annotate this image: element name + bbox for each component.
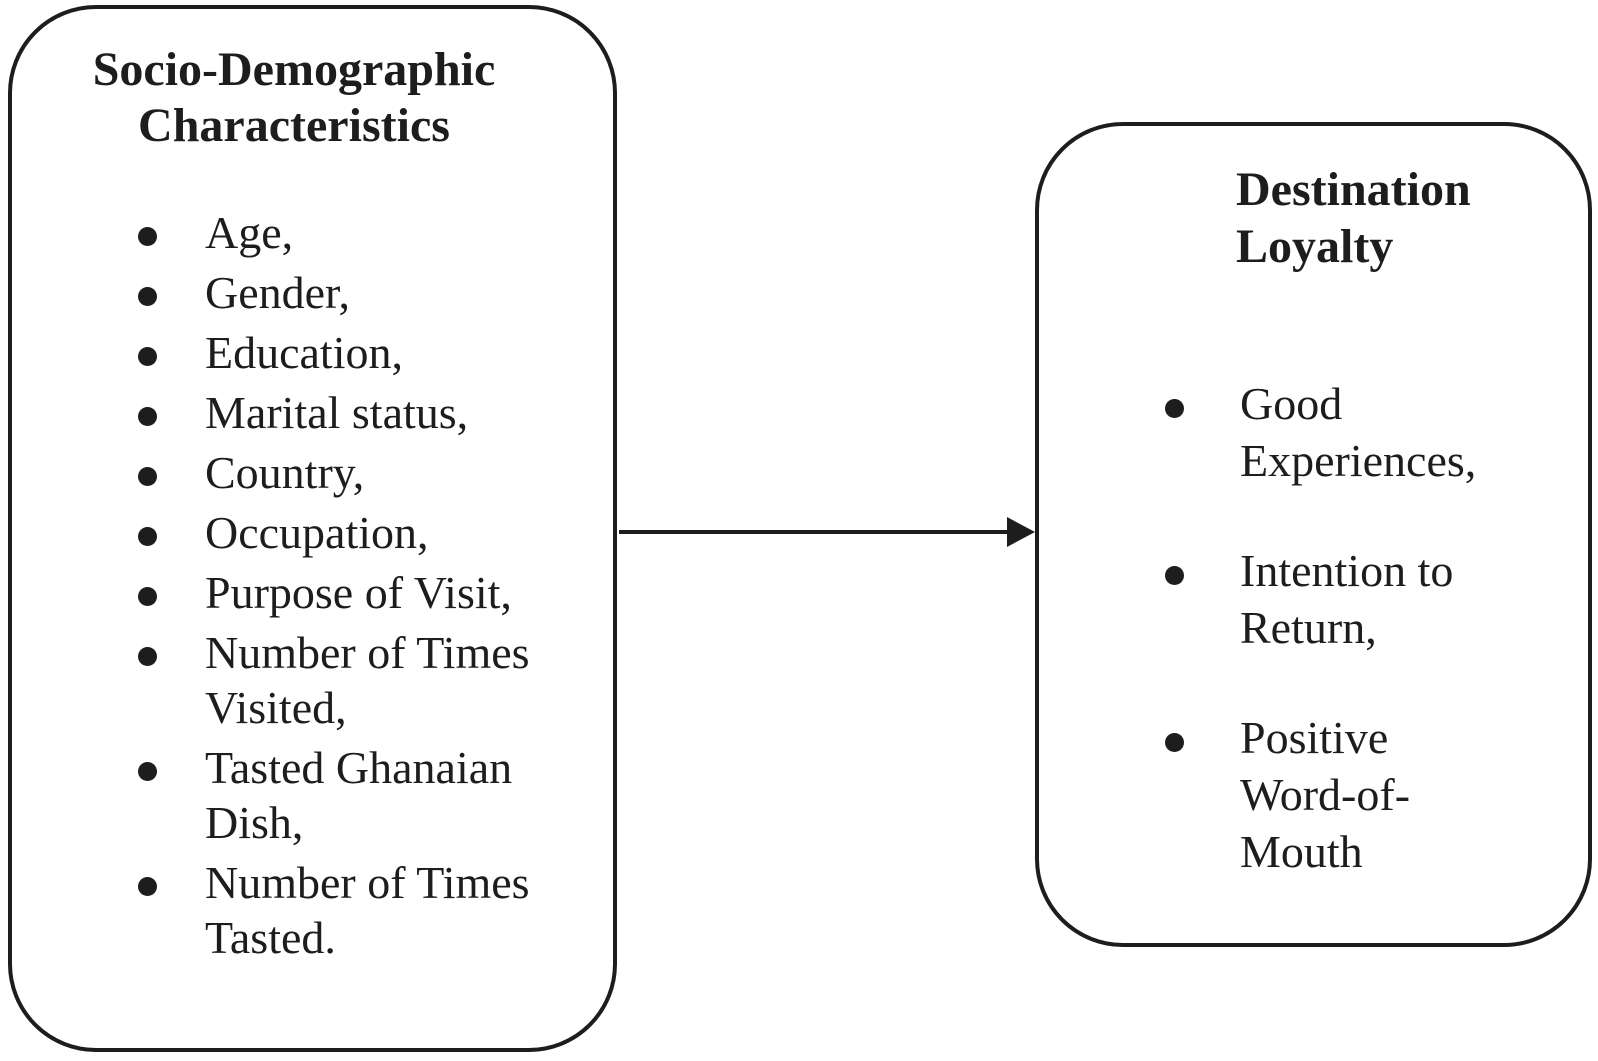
list-item: Good Experiences, xyxy=(1039,375,1510,489)
bullet-icon xyxy=(138,762,157,781)
list-item: Number of Times Visited, xyxy=(12,625,575,735)
list-item-label: Intention to Return, xyxy=(1240,545,1454,653)
list-item: Country, xyxy=(12,445,575,500)
destination-loyalty-box-title: Destination Loyalty xyxy=(1236,163,1471,273)
list-item-label: Number of Times Visited, xyxy=(205,627,530,733)
list-item: Intention to Return, xyxy=(1039,542,1510,656)
bullet-icon xyxy=(138,407,157,426)
list-item-label: Education, xyxy=(205,327,403,378)
bullet-icon xyxy=(138,877,157,896)
list-item: Purpose of Visit, xyxy=(12,565,575,620)
list-item: Positive Word-of-Mouth xyxy=(1039,709,1510,880)
arrow-head-icon xyxy=(1007,517,1035,547)
socio-demographic-list: Age, Gender, Education, Marital status, … xyxy=(12,205,613,965)
destination-loyalty-list: Good Experiences, Intention to Return, P… xyxy=(1039,375,1588,880)
list-item-label: Occupation, xyxy=(205,507,429,558)
list-item: Number of Times Tasted. xyxy=(12,855,575,965)
list-item: Age, xyxy=(12,205,575,260)
list-item-label: Tasted Ghanaian Dish, xyxy=(205,742,513,848)
list-item-label: Good Experiences, xyxy=(1240,378,1477,486)
list-item-label: Age, xyxy=(205,207,294,258)
socio-demographic-box-title: Socio-Demographic Characteristics xyxy=(92,43,496,152)
list-item-label: Marital status, xyxy=(205,387,469,438)
socio-demographic-box: Socio-Demographic Characteristics Age, G… xyxy=(8,5,617,1052)
destination-loyalty-box: Destination Loyalty Good Experiences, In… xyxy=(1035,122,1592,947)
arrow-shaft xyxy=(619,530,1010,534)
bullet-icon xyxy=(1165,399,1184,418)
bullet-icon xyxy=(138,227,157,246)
bullet-icon xyxy=(138,467,157,486)
bullet-icon xyxy=(1165,733,1184,752)
list-item: Occupation, xyxy=(12,505,575,560)
bullet-icon xyxy=(138,287,157,306)
bullet-icon xyxy=(138,587,157,606)
list-item-label: Positive Word-of-Mouth xyxy=(1240,712,1411,877)
bullet-icon xyxy=(138,527,157,546)
bullet-icon xyxy=(138,647,157,666)
list-item: Tasted Ghanaian Dish, xyxy=(12,740,575,850)
relationship-arrow xyxy=(619,513,1037,551)
list-item-label: Gender, xyxy=(205,267,351,318)
list-item: Marital status, xyxy=(12,385,575,440)
bullet-icon xyxy=(1165,566,1184,585)
list-item-label: Purpose of Visit, xyxy=(205,567,512,618)
list-item: Education, xyxy=(12,325,575,380)
list-item: Gender, xyxy=(12,265,575,320)
list-item-label: Country, xyxy=(205,447,365,498)
list-item-label: Number of Times Tasted. xyxy=(205,857,530,963)
bullet-icon xyxy=(138,347,157,366)
